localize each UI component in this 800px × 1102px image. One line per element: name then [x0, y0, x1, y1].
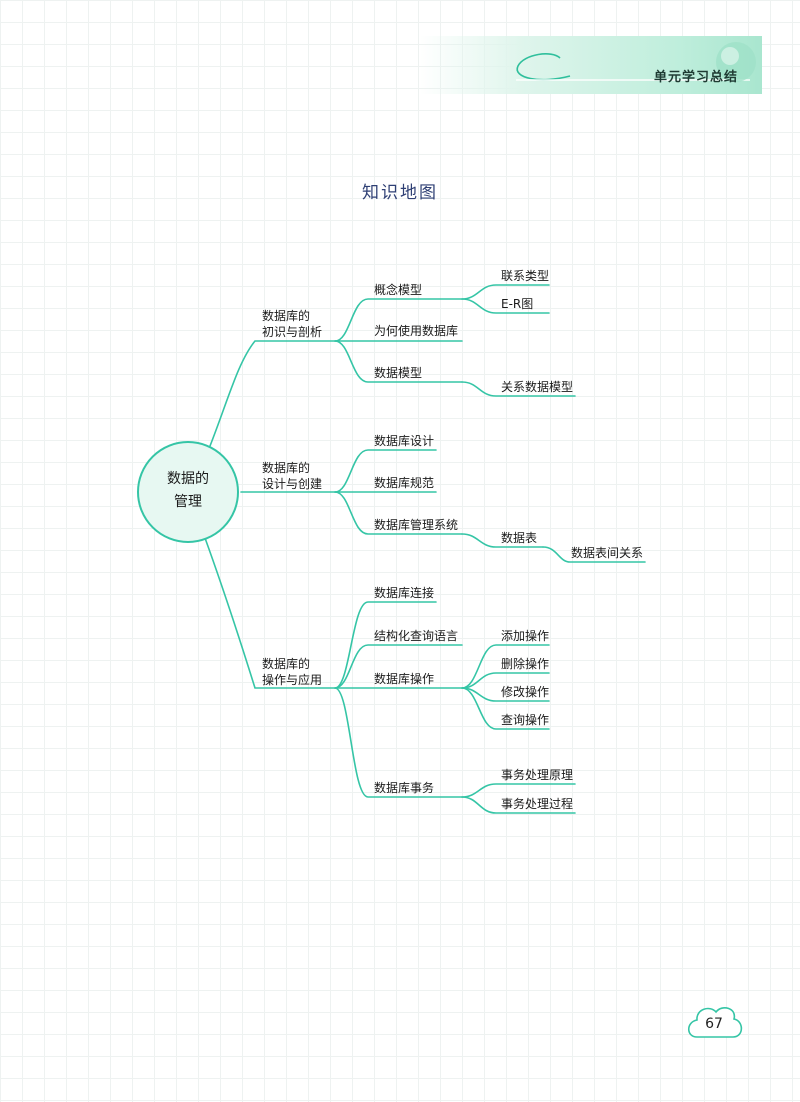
node-db-connection: 数据库连接	[374, 585, 434, 600]
branch2-grandchild-connector	[542, 546, 646, 563]
root-to-branch1-connector	[209, 340, 336, 447]
leaf-transaction-principle: 事务处理原理	[501, 767, 573, 782]
branch2-item3-connector	[334, 491, 463, 535]
branch1-item3-connector	[334, 340, 463, 383]
branch3-label-line2: 操作与应用	[262, 672, 322, 687]
section-title: 单元学习总结	[653, 70, 738, 85]
connector-lines	[204, 284, 646, 814]
leaf-update-op: 修改操作	[501, 684, 549, 699]
branch3-leaf1-connector	[461, 644, 550, 689]
leaf-relational-model: 关系数据模型	[501, 379, 573, 394]
header-swirl-icon	[516, 42, 756, 82]
branch1-leaf2-connector	[461, 298, 550, 314]
page-number-badge: 67	[687, 1007, 743, 1038]
branch3-leaf4-connector	[461, 687, 550, 730]
branch3-leaf5-connector	[461, 783, 576, 798]
branch3-leaf6-connector	[461, 796, 576, 814]
root-label-line2: 管理	[174, 494, 202, 510]
branch1-leaf3-connector	[461, 381, 576, 397]
leaf-er-diagram: E-R图	[501, 297, 533, 311]
leaf-data-table: 数据表	[501, 530, 537, 545]
node-dbms: 数据库管理系统	[374, 517, 458, 532]
leaf-query-op: 查询操作	[501, 712, 549, 727]
root-to-branch3-connector	[204, 537, 336, 689]
node-data-model: 数据模型	[374, 365, 422, 380]
leaf-relationship-type: 联系类型	[501, 269, 549, 283]
node-concept-model: 概念模型	[374, 282, 422, 297]
leaf-insert-op: 添加操作	[501, 628, 549, 643]
branch2-leaf1-connector	[461, 533, 544, 548]
page-number: 67	[705, 1016, 723, 1032]
header-banner	[420, 36, 762, 94]
leaf-delete-op: 删除操作	[501, 656, 549, 671]
root-label-line1: 数据的	[167, 471, 209, 487]
branch3-item1-connector	[334, 601, 437, 689]
branch1-label-line2: 初识与剖析	[262, 325, 322, 339]
node-db-design: 数据库设计	[374, 433, 434, 448]
page-title: 知识地图	[362, 183, 438, 203]
branch1-item1-connector	[334, 298, 463, 342]
branch3-item4-connector	[334, 687, 463, 798]
cloud-icon	[687, 1007, 743, 1038]
node-db-transaction: 数据库事务	[374, 780, 434, 795]
root-node	[137, 441, 239, 543]
branch2-label-line2: 设计与创建	[262, 477, 322, 491]
node-sql: 结构化查询语言	[374, 628, 458, 643]
branch2-item1-connector	[334, 449, 437, 493]
node-why-database: 为何使用数据库	[374, 323, 458, 338]
branch3-label-line1: 数据库的	[262, 656, 310, 671]
branch3-leaf2-connector	[461, 672, 550, 689]
node-db-operations: 数据库操作	[374, 671, 434, 686]
node-db-normalization: 数据库规范	[374, 475, 434, 490]
branch1-label-line1: 数据库的	[262, 308, 310, 323]
leaf-table-relationships: 数据表间关系	[571, 545, 643, 560]
branch2-label-line1: 数据库的	[262, 460, 310, 475]
branch1-leaf1-connector	[461, 284, 550, 300]
branch3-item2-connector	[334, 644, 463, 689]
leaf-transaction-process: 事务处理过程	[501, 796, 573, 811]
